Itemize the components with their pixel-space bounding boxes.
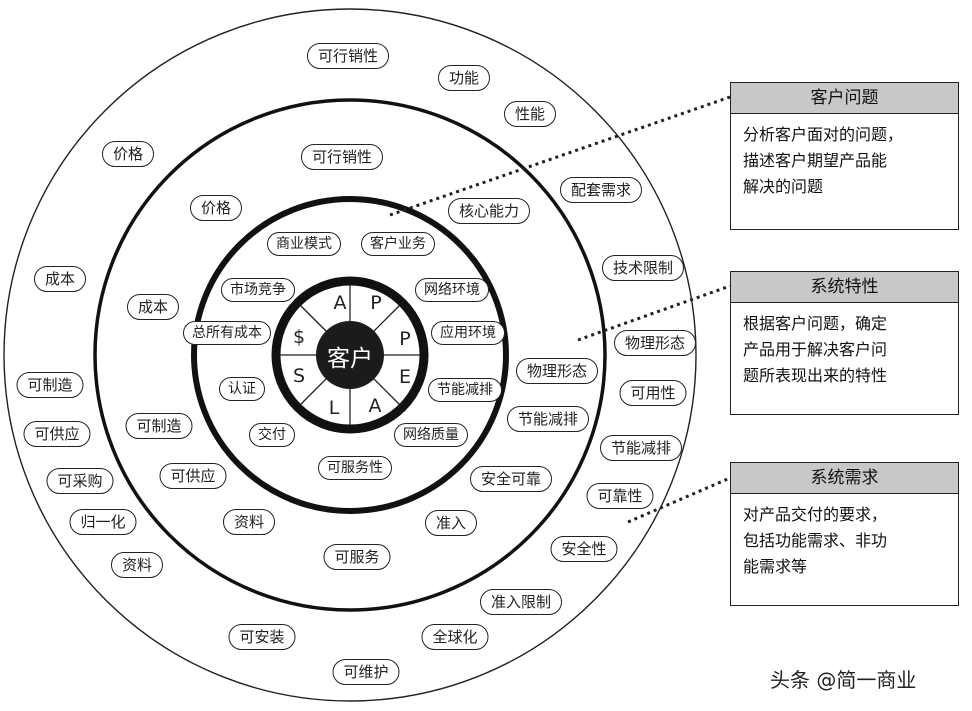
outer-pill: 可行销性 [306, 43, 390, 69]
callout-title: 系统特性 [731, 272, 958, 303]
leader-line-system-features [577, 284, 731, 342]
center-circle [316, 321, 384, 389]
watermark: 头条 @简一商业 [770, 668, 917, 692]
ring-letter: P [370, 292, 382, 314]
callout-body: 对产品交付的要求， 包括功能需求、非功 能需求等 [731, 494, 958, 588]
callout-customer-problem: 客户问题 分析客户面对的问题， 描述客户期望产品能 解决的问题 [730, 82, 959, 230]
middle-pill: 成本 [126, 294, 180, 320]
outer-pill: 性能 [503, 101, 557, 127]
inner-pill: 网络质量 [394, 423, 468, 447]
inner-pill: 交付 [249, 423, 295, 447]
callout-line: 描述客户期望产品能 [743, 151, 888, 170]
ring-letter: E [398, 366, 412, 388]
outer-pill: 可采购 [46, 468, 114, 494]
middle-pill: 资料 [222, 509, 276, 535]
callout-line: 包括功能需求、非功 [743, 531, 888, 550]
outer-pill: 安全性 [550, 536, 618, 562]
middle-pill: 节能减排 [506, 406, 590, 432]
callout-title: 客户问题 [731, 83, 958, 114]
outer-pill: 全球化 [421, 624, 489, 650]
outer-pill: 可用性 [619, 380, 687, 406]
outer-pill: 价格 [101, 141, 155, 167]
middle-pill: 价格 [189, 195, 243, 221]
leader-line-system-requirements [627, 476, 731, 524]
outer-pill: 技术限制 [601, 255, 685, 281]
callout-title: 系统需求 [731, 463, 958, 494]
outer-pill: 可供应 [23, 421, 91, 447]
center-label: 客户 [327, 346, 373, 372]
outer-pill: 可维护 [332, 659, 400, 685]
middle-ring [93, 98, 607, 612]
callout-line: 分析客户面对的问题， [743, 125, 904, 144]
ring-letter: $ [292, 326, 306, 348]
middle-pill: 可供应 [159, 463, 227, 489]
leader-line-customer-problem [389, 95, 731, 217]
ring-letter: S [292, 365, 306, 387]
callout-body: 根据客户问题，确定 产品用于解决客户问 题所表现出来的特性 [731, 303, 958, 397]
callout-system-features: 系统特性 根据客户问题，确定 产品用于解决客户问 题所表现出来的特性 [730, 271, 959, 415]
outer-pill: 功能 [437, 65, 491, 91]
ring-letter: A [368, 395, 382, 417]
callout-body: 分析客户面对的问题， 描述客户期望产品能 解决的问题 [731, 114, 958, 208]
outer-pill: 节能减排 [599, 435, 683, 461]
middle-pill: 安全可靠 [469, 466, 553, 492]
ring-letter: A [333, 292, 347, 314]
callout-line: 对产品交付的要求， [743, 505, 888, 524]
outer-pill: 准入限制 [479, 589, 563, 615]
middle-pill: 可制造 [125, 413, 193, 439]
middle-pill: 可服务 [323, 544, 391, 570]
middle-pill: 核心能力 [447, 198, 531, 224]
outer-pill: 归一化 [69, 509, 137, 535]
outer-pill: 资料 [110, 552, 164, 578]
callout-line: 题所表现出来的特性 [743, 366, 888, 385]
ring-letter: L [328, 397, 340, 419]
callout-line: 产品用于解决客户问 [743, 340, 888, 359]
callout-system-requirements: 系统需求 对产品交付的要求， 包括功能需求、非功 能需求等 [730, 462, 959, 606]
outer-pill: 成本 [33, 266, 87, 292]
inner-pill: 市场竞争 [221, 278, 295, 302]
outer-pill: 配套需求 [559, 177, 643, 203]
inner-pill: 总所有成本 [183, 321, 271, 345]
callout-line: 解决的问题 [743, 177, 824, 196]
ring-letter: P [399, 328, 411, 350]
outer-pill: 物理形态 [613, 330, 697, 356]
callout-line: 根据客户问题，确定 [743, 314, 888, 333]
outer-pill: 可靠性 [586, 483, 654, 509]
middle-pill: 可行销性 [300, 144, 384, 170]
middle-pill: 准入 [424, 510, 478, 536]
inner-ring [191, 196, 509, 514]
inner-pill: 商业模式 [267, 232, 341, 256]
inner-pill: 应用环境 [431, 321, 505, 345]
inner-pill: 客户业务 [361, 232, 435, 256]
outer-pill: 可安装 [228, 624, 296, 650]
inner-pill: 可服务性 [318, 456, 392, 480]
outer-ring [3, 8, 697, 702]
middle-pill: 物理形态 [515, 358, 599, 384]
inner-pill: 节能减排 [428, 378, 502, 402]
inner-pill: 网络环境 [415, 278, 489, 302]
outer-pill: 可制造 [16, 372, 84, 398]
callout-line: 能需求等 [743, 557, 808, 576]
inner-pill: 认证 [219, 377, 265, 401]
